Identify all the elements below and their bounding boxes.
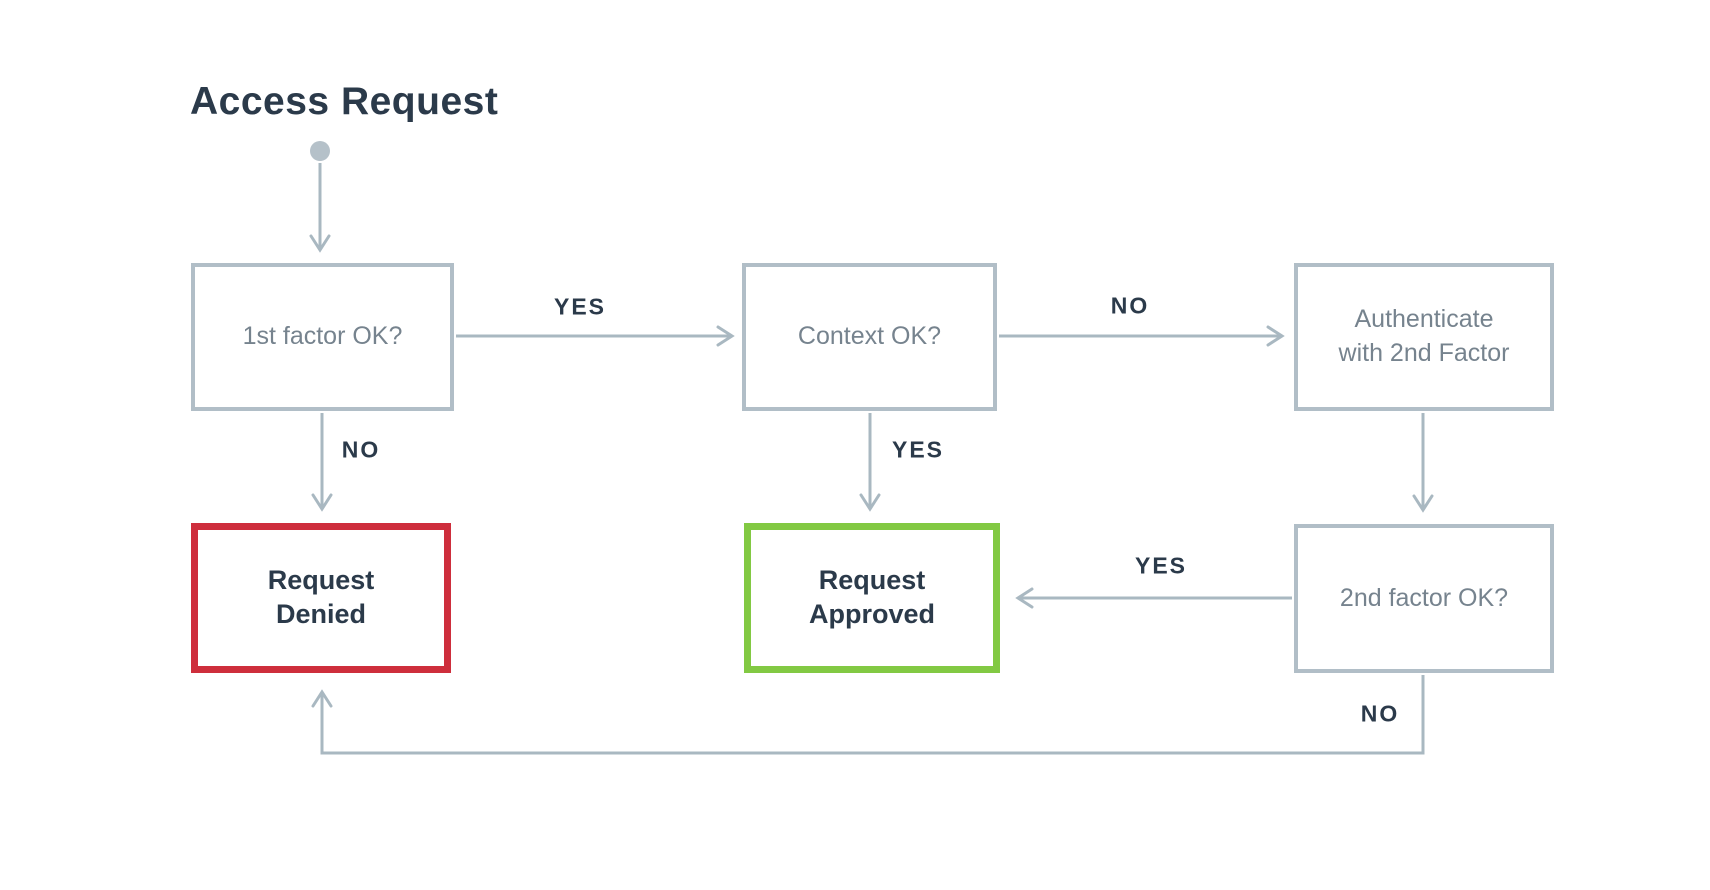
edge-second-factor-to-denied	[311, 675, 1425, 755]
node-context: Context OK?	[742, 263, 997, 411]
node-authenticate: Authenticate with 2nd Factor	[1294, 263, 1554, 411]
diagram-title: Access Request	[190, 80, 499, 123]
node-authenticate-label: Authenticate with 2nd Factor	[1338, 305, 1510, 367]
edge-label-context-to-authenticate-no: NO	[1110, 292, 1150, 319]
node-second-factor: 2nd factor OK?	[1294, 524, 1554, 673]
edge-label-first-to-denied-no: NO	[341, 436, 381, 463]
node-first-factor-label: 1st factor OK?	[242, 322, 403, 351]
node-second-factor-label: 2nd factor OK?	[1339, 583, 1509, 612]
edge-label-second-to-denied-no: NO	[1360, 700, 1400, 727]
node-request-approved-label: Request Approved	[808, 565, 935, 629]
edge-label-second-to-approved-yes: YES	[1134, 552, 1188, 579]
start-dot	[310, 141, 330, 161]
edge-label-first-to-context-yes: YES	[553, 293, 607, 320]
node-context-label: Context OK?	[797, 322, 942, 351]
node-first-factor: 1st factor OK?	[191, 263, 454, 411]
node-request-approved: Request Approved	[744, 523, 1000, 673]
node-request-denied: Request Denied	[191, 523, 451, 673]
edge-label-context-to-approved-yes: YES	[891, 436, 945, 463]
node-request-denied-label: Request Denied	[267, 565, 375, 629]
